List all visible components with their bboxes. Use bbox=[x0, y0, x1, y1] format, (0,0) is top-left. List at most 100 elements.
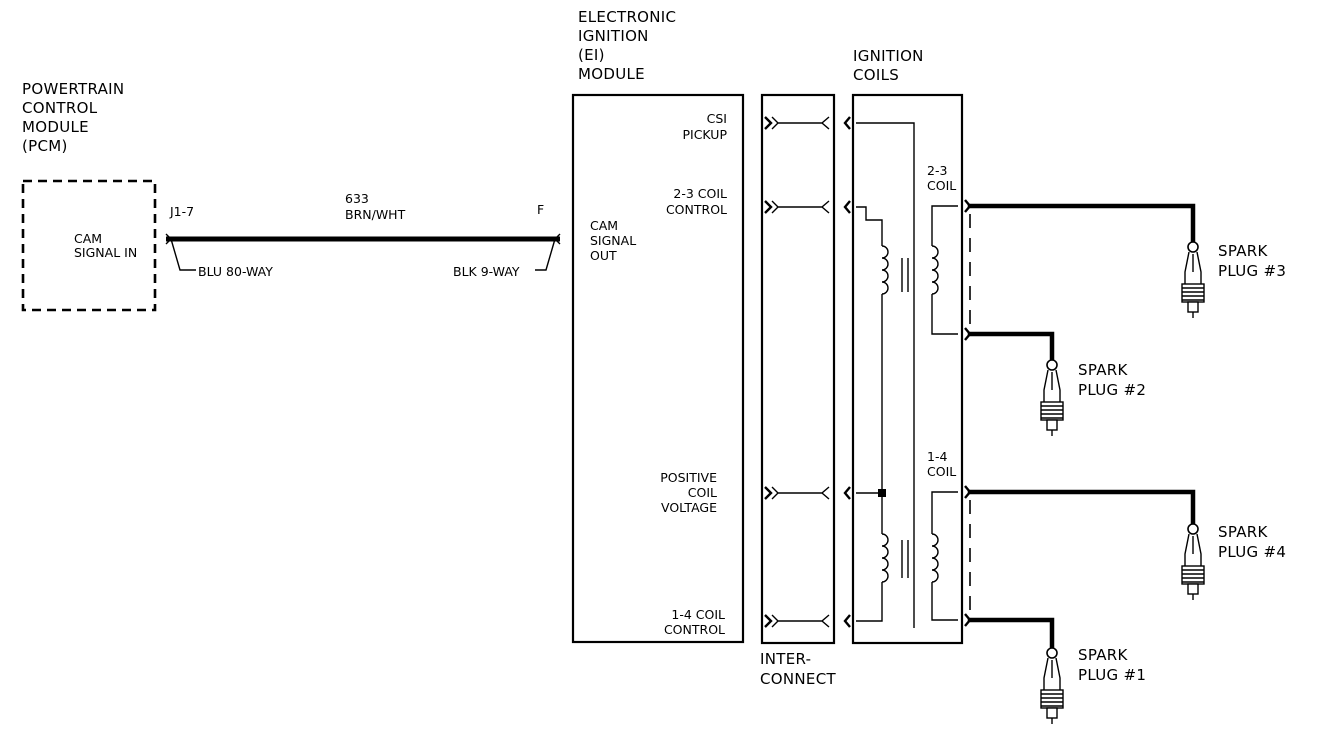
plug4-label-line-2: PLUG #4 bbox=[1218, 543, 1286, 561]
terminal-csi-line-2: PICKUP bbox=[682, 127, 727, 142]
spark-plug-2 bbox=[1040, 359, 1064, 436]
cam-signal-out-line-2: SIGNAL bbox=[590, 233, 636, 248]
plug1-label-line-2: PLUG #1 bbox=[1078, 666, 1146, 684]
pcm-title-line-1: POWERTRAIN bbox=[22, 80, 124, 98]
spark-plug-2-terminal bbox=[1046, 359, 1058, 371]
ei-title-line-3: (EI) bbox=[578, 46, 605, 64]
coil14-secondary-winding bbox=[931, 533, 939, 583]
spark-plug-3 bbox=[1181, 241, 1205, 318]
ei-title-line-2: IGNITION bbox=[578, 27, 649, 45]
plug-wire-3 bbox=[967, 203, 1196, 245]
wire-end-connector: BLK 9-WAY bbox=[453, 264, 520, 279]
coil-upper-label: 2-3 COIL bbox=[927, 163, 956, 193]
ei-terminal-chevron-3 bbox=[764, 486, 773, 500]
interconnect-label-line-1: INTER- bbox=[760, 650, 811, 668]
ei-cam-signal-out: CAM SIGNAL OUT bbox=[590, 218, 636, 263]
spark-plug-4 bbox=[1181, 523, 1205, 600]
spark-plug-2-tip bbox=[1046, 419, 1058, 431]
interconnect-line-4 bbox=[771, 614, 830, 628]
coil-terminal-chevron-2 bbox=[843, 200, 851, 214]
plug3-label-line-2: PLUG #3 bbox=[1218, 262, 1286, 280]
coil14-secondary-top bbox=[931, 491, 958, 534]
spark-plug-1-insulator bbox=[1043, 657, 1061, 690]
wire-circuit-number: 633 bbox=[345, 191, 369, 206]
pcm-title-line-4: (PCM) bbox=[22, 137, 68, 155]
ei-terminal-chevron-4 bbox=[764, 614, 773, 628]
coil-lower-label-line-1: 1-4 bbox=[927, 449, 947, 464]
plug2-label-line-1: SPARK bbox=[1078, 361, 1128, 379]
pcm-pin-label-line-1: CAM bbox=[74, 231, 102, 246]
wire-color: BRN/WHT bbox=[345, 207, 406, 222]
ei-title-line-1: ELECTRONIC bbox=[578, 8, 676, 26]
spark-plug-1 bbox=[1040, 647, 1064, 724]
spark-plug-1-terminal bbox=[1046, 647, 1058, 659]
coil-terminal-chevron-1 bbox=[843, 116, 851, 130]
connector-symbols bbox=[764, 116, 972, 628]
interconnect-line-3 bbox=[771, 486, 830, 500]
coil-upper-label-line-1: 2-3 bbox=[927, 163, 947, 178]
coil23-secondary-bottom bbox=[931, 294, 958, 335]
coil14-primary-return bbox=[856, 582, 883, 622]
plug4-label-line-1: SPARK bbox=[1218, 523, 1268, 541]
pcm-title: POWERTRAIN CONTROL MODULE (PCM) bbox=[22, 80, 124, 155]
coils-title-line-2: COILS bbox=[853, 66, 899, 84]
ei-module-box bbox=[571, 93, 745, 644]
plug1-label-line-1: SPARK bbox=[1078, 646, 1128, 664]
cam-signal-out-line-3: OUT bbox=[590, 248, 617, 263]
spark-plug-1-tip bbox=[1046, 707, 1058, 719]
spark-plug-3-tip bbox=[1187, 301, 1199, 313]
interconnect-line-2 bbox=[771, 200, 830, 214]
terminal-pos-line-3: VOLTAGE bbox=[661, 500, 717, 515]
coil-terminal-chevron-3 bbox=[843, 486, 851, 500]
coil-terminal-chevron-4 bbox=[843, 614, 851, 628]
coil-internals bbox=[856, 122, 958, 628]
terminal-23-line-2: CONTROL bbox=[666, 202, 727, 217]
pcm-connector-symbol bbox=[165, 233, 196, 271]
spark-plug-4-tip bbox=[1187, 583, 1199, 595]
pcm-title-line-3: MODULE bbox=[22, 118, 89, 136]
spark-plug-2-insulator bbox=[1043, 369, 1061, 402]
coil23-primary-feed bbox=[856, 206, 883, 246]
pcm-box bbox=[21, 179, 157, 312]
interconnect-label-line-2: CONNECT bbox=[760, 670, 836, 688]
interconnect-line-1 bbox=[771, 116, 830, 130]
coil-lower-label: 1-4 COIL bbox=[927, 449, 956, 479]
coil23-secondary-winding bbox=[931, 245, 939, 295]
cam-signal-out-line-1: CAM bbox=[590, 218, 618, 233]
coil-upper-label-line-2: COIL bbox=[927, 178, 956, 193]
spark-plug-4-terminal bbox=[1187, 523, 1199, 535]
wire-end-pin: F bbox=[537, 202, 544, 217]
plug3-label-line-1: SPARK bbox=[1218, 242, 1268, 260]
spark-plug-4-insulator bbox=[1184, 533, 1202, 566]
ei-terminal-chevron-2 bbox=[764, 200, 773, 214]
terminal-csi-line-1: CSI bbox=[707, 111, 727, 126]
terminal-14-line-1: 1-4 COIL bbox=[671, 607, 725, 622]
spark-plug-3-insulator bbox=[1184, 251, 1202, 284]
coils-title-line-1: IGNITION bbox=[853, 47, 924, 65]
pcm-pin-label: CAM SIGNAL IN bbox=[74, 231, 137, 260]
coil23-primary-winding bbox=[881, 245, 889, 295]
coil-lower-label-line-2: COIL bbox=[927, 464, 956, 479]
ei-terminal-chevron-1 bbox=[764, 116, 773, 130]
coil14-primary-winding bbox=[881, 533, 889, 583]
csi-pickup-line bbox=[856, 122, 915, 628]
pcm-pin-label-line-2: SIGNAL IN bbox=[74, 245, 137, 260]
terminal-pos-line-1: POSITIVE bbox=[660, 470, 717, 485]
plug2-label-line-2: PLUG #2 bbox=[1078, 381, 1146, 399]
coil23-secondary-top bbox=[931, 205, 958, 246]
pcm-title-line-2: CONTROL bbox=[22, 99, 98, 117]
terminal-23-line-1: 2-3 COIL bbox=[673, 186, 727, 201]
plug-wire-4 bbox=[967, 489, 1196, 527]
terminal-14-line-2: CONTROL bbox=[664, 622, 725, 637]
pcm-connector-pin: J1-7 bbox=[169, 204, 194, 219]
terminal-pos-line-2: COIL bbox=[688, 485, 717, 500]
plug-wire-1 bbox=[967, 617, 1055, 651]
ei-module-title: ELECTRONIC IGNITION (EI) MODULE bbox=[578, 8, 676, 83]
spark-plugs bbox=[1040, 241, 1205, 724]
interconnect-label: INTER- CONNECT bbox=[760, 650, 836, 688]
coils-title: IGNITION COILS bbox=[853, 47, 924, 84]
ei-connector-symbol bbox=[535, 233, 561, 271]
coil14-secondary-bottom bbox=[931, 582, 958, 621]
interconnect-box bbox=[760, 93, 836, 645]
